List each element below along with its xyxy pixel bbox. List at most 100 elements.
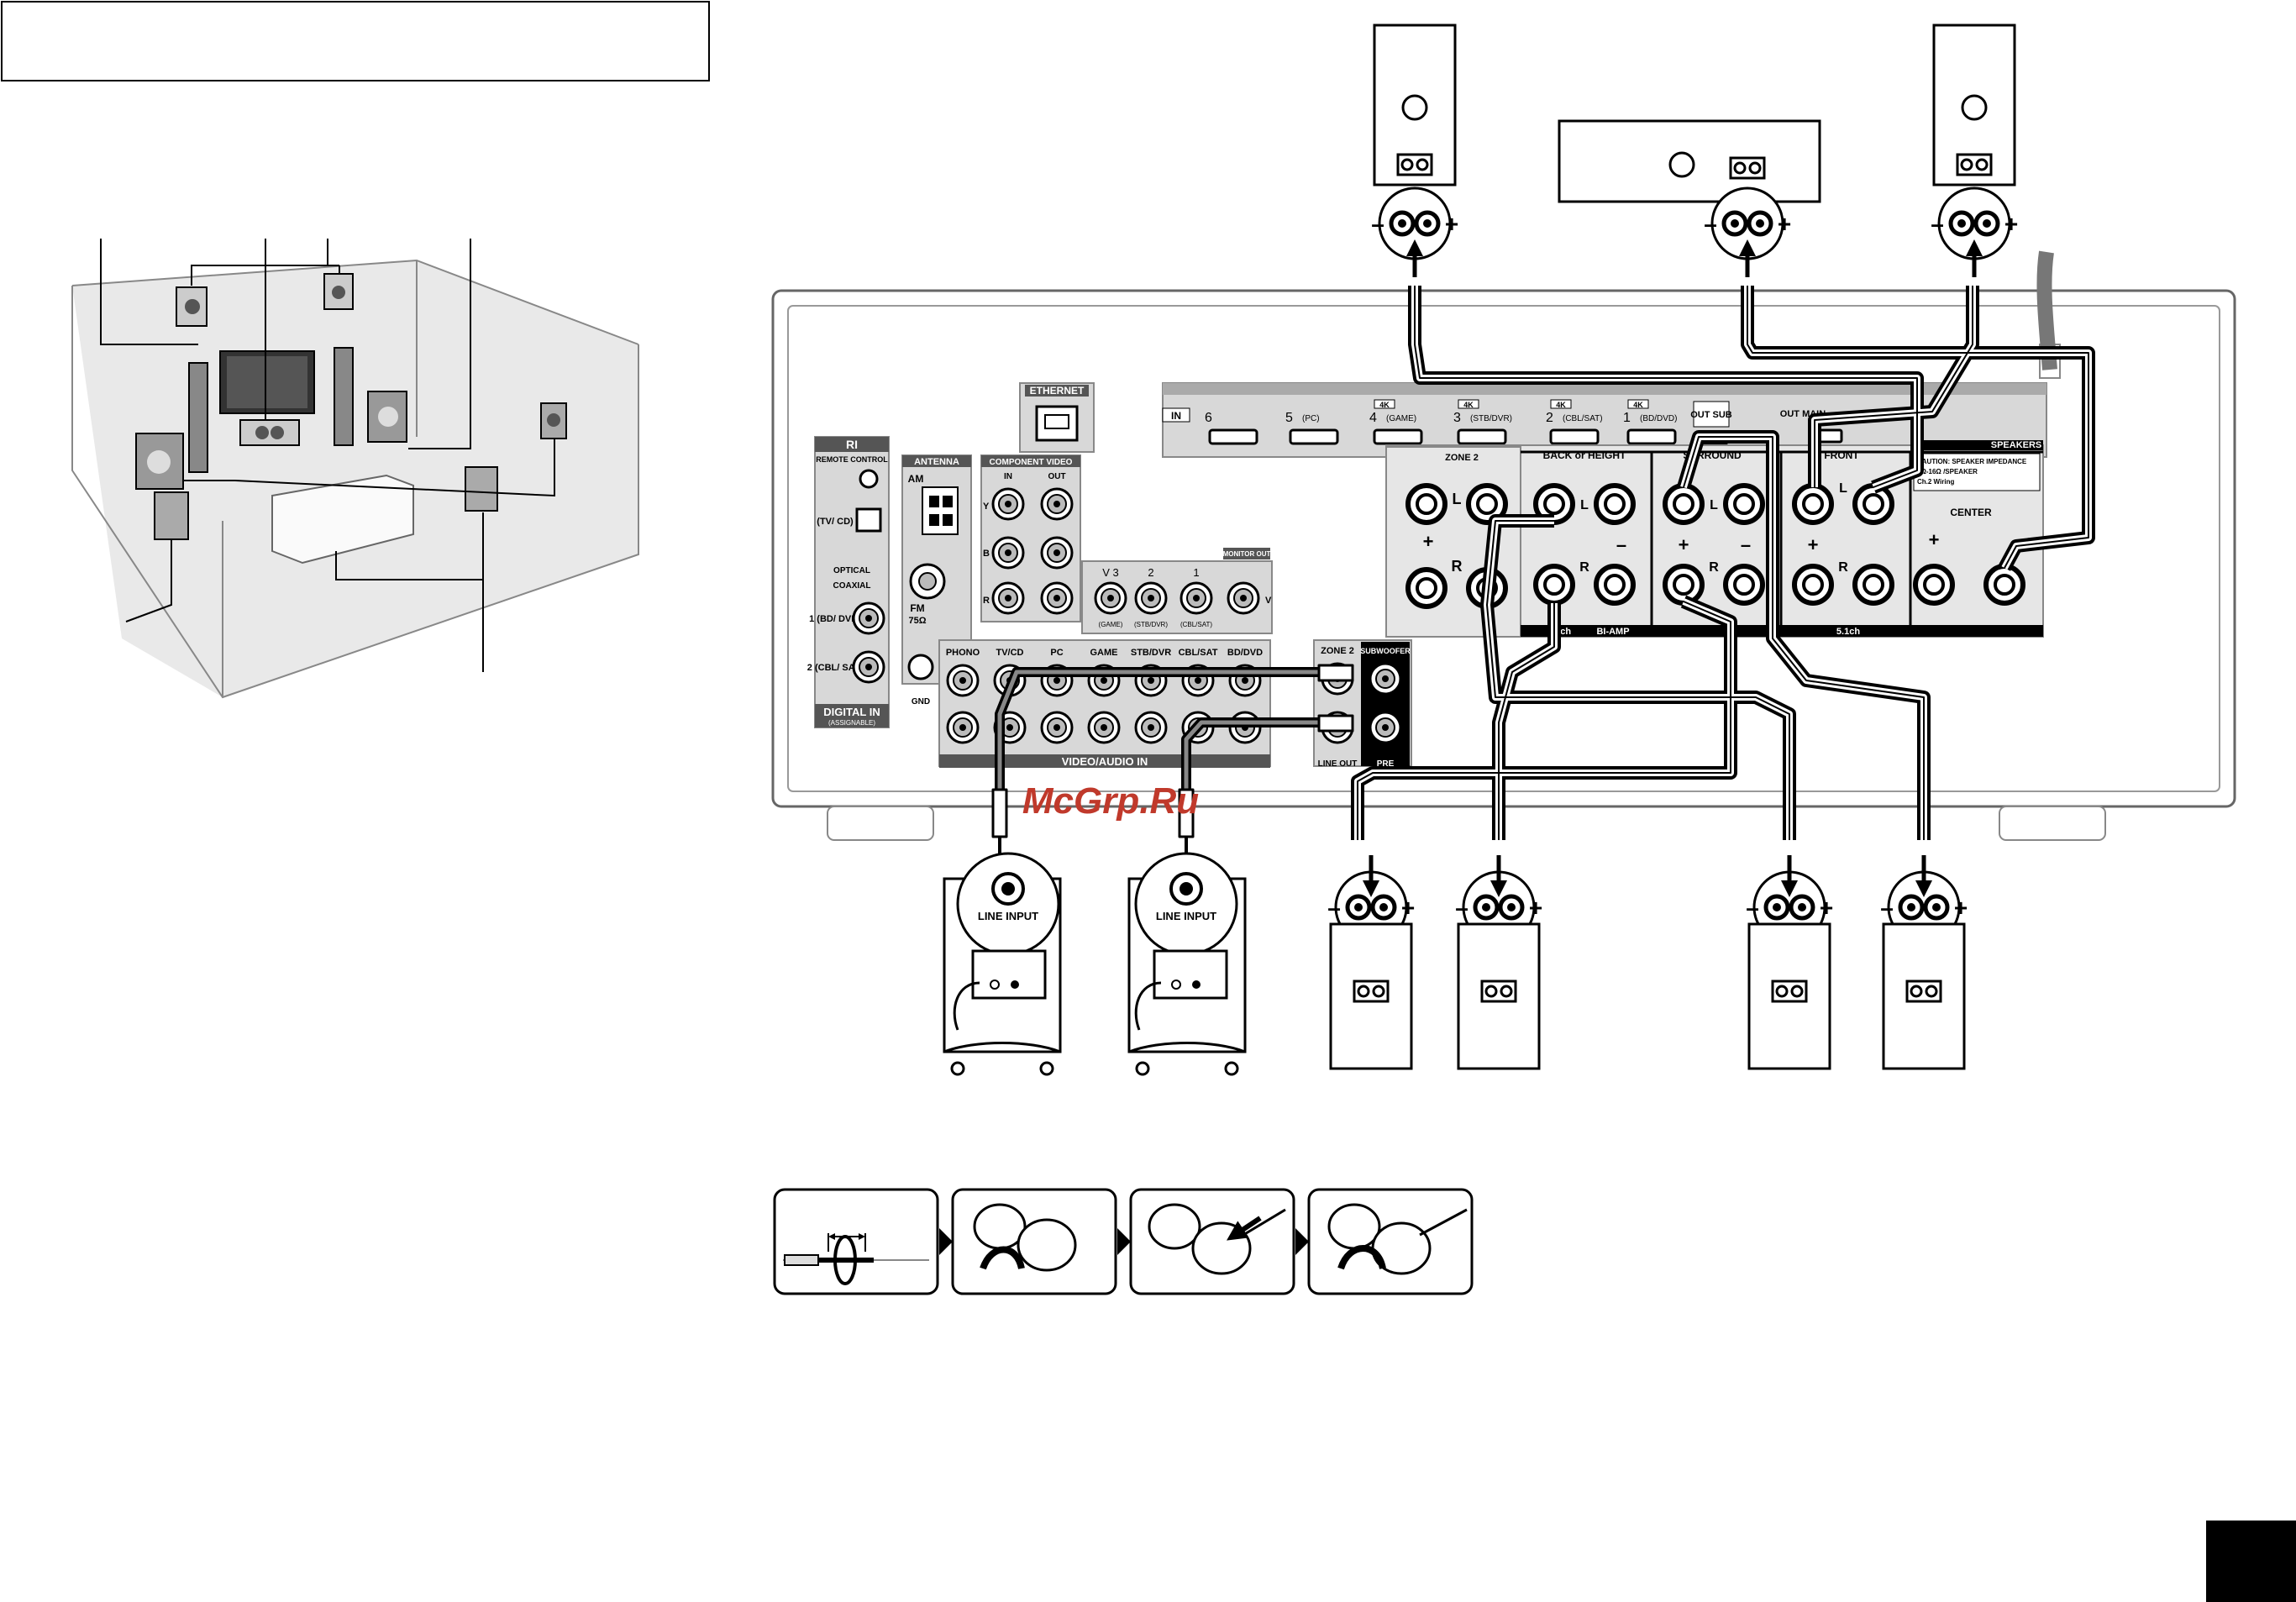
bi-amp-label: BI-AMP [1596, 627, 1629, 637]
video-audio-in-label: VIDEO/AUDIO IN [1062, 755, 1148, 768]
v-input-name: (GAME) [1099, 621, 1123, 628]
v-input-label: 1 [1193, 566, 1199, 579]
hdmi-port-name: (PC) [1302, 414, 1320, 423]
subwoofer-out-label: SUBWOOFER [1360, 647, 1411, 655]
av-input-label: GAME [1090, 648, 1118, 658]
av-input-jack-bottom [1040, 711, 1074, 744]
speaker-caution-1: CAUTION: SPEAKER IMPEDANCE [1917, 458, 2027, 465]
component-video-label: COMPONENT VIDEO [990, 458, 1073, 467]
back-l: L [1580, 498, 1589, 512]
speakers-label: SPEAKERS [1991, 440, 2042, 450]
component-in-label: IN [1004, 472, 1012, 481]
hdmi-in-label: IN [1171, 410, 1181, 422]
sub1-line-input: LINE INPUT [978, 910, 1038, 922]
monitor-out-v-label: V [1265, 596, 1272, 606]
v-input-jack [1180, 581, 1213, 615]
bottom-plus: + [1954, 895, 1968, 921]
coax-2-label: 2 (CBL/ SAT) [807, 663, 864, 673]
speakers-panel: ZONE 2 L R + BACK or HEIGHT SURROUND FRO… [1385, 440, 2044, 638]
speaker-terminal-pair [1353, 980, 1390, 1003]
subwoofer-2: LINE INPUT [1127, 852, 1247, 1076]
fm-label: FM [910, 602, 924, 614]
line-out-label: LINE OUT [1318, 759, 1358, 769]
fr-minus: – [1931, 211, 1944, 237]
front-left-speaker: – + [1371, 24, 1458, 277]
av-input-label: PHONO [946, 648, 980, 658]
center-speaker: – + [1558, 119, 1821, 277]
digital-in-assignable: (ASSIGNABLE) [828, 719, 875, 727]
hdmi-port-num: 5 [1285, 411, 1293, 425]
hdmi-port [1373, 428, 1423, 445]
bottom-minus: – [1880, 895, 1894, 921]
hdmi-port-num: 2 [1546, 411, 1553, 425]
coax-1-label: 1 (BD/ DVD) [809, 614, 861, 624]
antenna-label: ANTENNA [914, 457, 959, 467]
back-minus: – [1616, 534, 1626, 555]
bottom-speaker-1: –+ [1327, 855, 1415, 1070]
hdmi-4k-badge-text: 4K [1463, 401, 1474, 409]
zone2-r: R [1452, 558, 1463, 575]
zone2-l: L [1453, 491, 1462, 507]
front-plus: + [1808, 534, 1819, 555]
bottom-minus: – [1327, 895, 1341, 921]
zone2-plus: + [1423, 531, 1434, 552]
pre-out-panel: ZONE 2 SUBWOOFER LINE OUT PRE [1313, 639, 1412, 769]
pre-out-label: PRE [1377, 759, 1395, 769]
monitor-out-label: MONITOR OUT [1223, 550, 1271, 558]
speaker-caution-2: 6Ω-16Ω /SPEAKER [1917, 468, 1978, 475]
surround-r: R [1709, 560, 1719, 575]
hdmi-port [1208, 428, 1258, 445]
hdmi-port-name: (STB/DVR) [1470, 414, 1512, 423]
back-r: R [1579, 560, 1589, 575]
watermark: McGrp.Ru [1022, 780, 1199, 822]
coaxial-label: COAXIAL [833, 581, 871, 591]
v-input-name: (STB/DVR) [1134, 621, 1168, 628]
av-input-jack-bottom [1087, 711, 1121, 744]
room-illustration [71, 239, 639, 699]
ethernet-label: ETHERNET [1030, 385, 1085, 397]
c-plus: + [1778, 211, 1791, 237]
wiring-steps [773, 1188, 1474, 1295]
front-l: L [1839, 481, 1847, 496]
ri-title: RI [846, 438, 858, 451]
hdmi-4k-badge-text: 4K [1633, 401, 1643, 409]
v-input-label: V 3 [1102, 566, 1119, 579]
bottom-plus: + [1820, 895, 1833, 921]
bottom-speakers: –+–+–+–+ [1327, 855, 1968, 1070]
bottom-speaker-4: –+ [1880, 855, 1968, 1070]
c-minus: – [1704, 211, 1717, 237]
hdmi-port-num: 3 [1453, 411, 1461, 425]
optical-label: OPTICAL [833, 566, 870, 575]
component-video-panel: COMPONENT VIDEO IN OUT Y B R [980, 454, 1081, 622]
fr-plus: + [2004, 211, 2018, 237]
av-input-jack-bottom [1134, 711, 1168, 744]
hdmi-port-name: (CBL/SAT) [1563, 414, 1603, 423]
speaker-caution-3: Ch.2 Wiring [1917, 478, 1954, 486]
hdmi-4k-badge [1374, 399, 1395, 409]
hdmi-port-num: 1 [1623, 411, 1631, 425]
hdmi-out-sub-label: OUT SUB [1690, 410, 1732, 420]
v-input-label: 2 [1148, 566, 1153, 579]
bottom-plus: + [1401, 895, 1415, 921]
speaker-terminal-pair [1905, 980, 1942, 1003]
remote-control-label: REMOTE CONTROL [816, 455, 888, 464]
surround-minus: – [1741, 534, 1751, 555]
ch51-label: 5.1ch [1836, 627, 1860, 637]
digital-in-label: DIGITAL IN [823, 706, 880, 718]
speaker-terminal-pair [1480, 980, 1517, 1003]
hdmi-port-name: (GAME) [1386, 414, 1416, 423]
hdmi-port-name: (BD/DVD) [1640, 414, 1677, 423]
av-input-label: BD/DVD [1227, 648, 1263, 658]
zone2-out-label: ZONE 2 [1321, 646, 1354, 656]
hdmi-port [1549, 428, 1600, 445]
zone2-speakers-label: ZONE 2 [1445, 453, 1479, 463]
surround-plus: + [1679, 534, 1689, 555]
bottom-speaker-3: –+ [1746, 855, 1833, 1070]
subwoofer-1: LINE INPUT [943, 852, 1062, 1076]
av-input-label: TV/CD [996, 648, 1024, 658]
page-tab [2206, 1521, 2296, 1602]
comp-pb-label: B [983, 549, 990, 559]
hdmi-4k-badge [1550, 399, 1572, 409]
surround-l: L [1710, 498, 1718, 512]
